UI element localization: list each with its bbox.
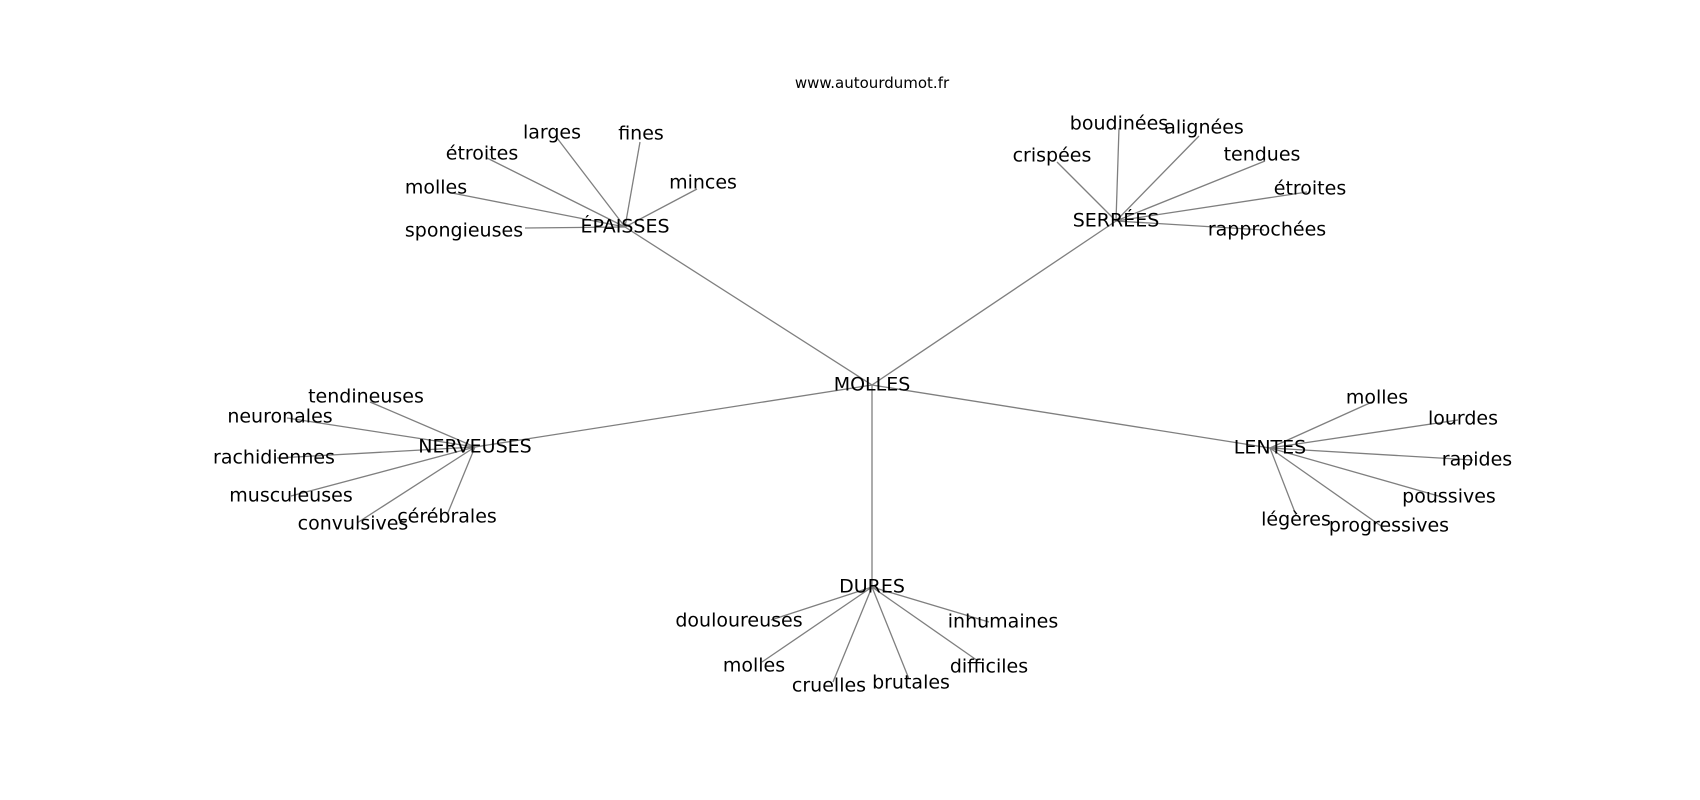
branch-node-dures: DURES <box>839 576 905 598</box>
leaf-node-dures: brutales <box>872 672 950 694</box>
edge-serrees-leaf <box>1115 135 1200 222</box>
edge-lentes-leaf <box>1269 447 1474 461</box>
edge-lentes-leaf <box>1269 419 1459 449</box>
edge-epaisses-leaf <box>624 188 698 228</box>
leaf-node-nerveuses: neuronales <box>227 406 332 428</box>
edge-nerveuses-leaf <box>290 446 476 497</box>
edge-dures-leaf <box>770 586 873 621</box>
leaf-node-nerveuses: rachidiennes <box>213 447 335 469</box>
leaf-node-lentes: progressives <box>1329 515 1449 537</box>
branch-node-epaisses: ÉPAISSES <box>580 215 669 238</box>
edge-root-serrees <box>871 220 1117 386</box>
source-url: www.autourdumot.fr <box>795 74 950 92</box>
leaf-node-dures: difficiles <box>950 656 1028 678</box>
edge-serrees-leaf <box>1115 127 1120 222</box>
edge-nerveuses-leaf <box>286 417 476 448</box>
edge-lentes-leaf <box>1269 447 1382 527</box>
edge-dures-leaf <box>871 586 979 662</box>
edge-epaisses-leaf <box>486 157 626 228</box>
root-node-label: MOLLES <box>834 374 911 396</box>
leaf-node-epaisses: molles <box>405 177 467 199</box>
leaf-node-serrees: tendues <box>1224 144 1301 166</box>
edge-nerveuses-leaf <box>446 446 476 516</box>
branch-node-nerveuses: NERVEUSES <box>418 436 531 458</box>
leaf-node-nerveuses: musculeuses <box>229 485 352 507</box>
graph-labels: MOLLESÉPAISSESspongieusesmollesétroitesl… <box>213 113 1512 697</box>
leaf-node-serrees: étroites <box>1274 178 1346 200</box>
leaf-node-dures: molles <box>723 655 785 677</box>
edge-nerveuses-leaf <box>276 446 476 459</box>
edge-lentes-leaf <box>1269 447 1443 498</box>
edge-lentes-leaf <box>1269 401 1373 449</box>
leaf-node-serrees: boudinées <box>1070 113 1168 135</box>
leaf-node-epaisses: larges <box>523 122 581 144</box>
leaf-node-nerveuses: convulsives <box>298 513 409 535</box>
leaf-node-serrees: alignées <box>1164 117 1244 139</box>
leaf-node-lentes: lourdes <box>1428 408 1498 430</box>
edge-epaisses-leaf <box>556 137 626 228</box>
leaf-node-serrees: crispées <box>1013 145 1092 167</box>
edge-serrees-leaf <box>1115 220 1265 231</box>
edge-lentes-leaf <box>1269 447 1297 516</box>
leaf-node-lentes: rapides <box>1442 449 1512 471</box>
edge-root-epaisses <box>624 226 873 386</box>
leaf-node-dures: inhumaines <box>948 611 1058 633</box>
edge-nerveuses-leaf <box>356 446 476 524</box>
leaf-node-nerveuses: cérébrales <box>397 506 497 528</box>
edge-serrees-leaf <box>1115 160 1266 222</box>
leaf-node-serrees: rapprochées <box>1208 219 1326 241</box>
edge-dures-leaf <box>871 586 910 680</box>
edge-epaisses-leaf <box>624 141 641 228</box>
edge-nerveuses-leaf <box>369 401 476 448</box>
leaf-node-lentes: légères <box>1261 509 1331 531</box>
graph-edges <box>276 127 1474 683</box>
edge-epaisses-leaf <box>451 192 626 228</box>
leaf-node-epaisses: minces <box>669 172 737 194</box>
leaf-node-epaisses: spongieuses <box>405 220 523 242</box>
edge-epaisses-leaf <box>524 226 626 229</box>
edge-root-nerveuses <box>474 384 873 448</box>
branch-node-lentes: LENTES <box>1234 437 1306 459</box>
leaf-node-lentes: poussives <box>1402 486 1496 508</box>
edge-dures-leaf <box>832 586 873 683</box>
leaf-node-epaisses: fines <box>618 123 664 145</box>
edge-serrees-leaf <box>1056 161 1117 222</box>
edge-serrees-leaf <box>1115 191 1308 222</box>
branch-node-serrees: SERRÉES <box>1073 209 1160 232</box>
leaf-node-lentes: molles <box>1346 387 1408 409</box>
leaf-node-epaisses: étroites <box>446 143 518 165</box>
edge-dures-leaf <box>761 586 873 663</box>
leaf-node-nerveuses: tendineuses <box>308 386 424 408</box>
leaf-node-dures: douloureuses <box>675 610 802 632</box>
edge-dures-leaf <box>871 586 990 623</box>
leaf-node-dures: cruelles <box>792 675 866 697</box>
edge-root-lentes <box>871 384 1271 449</box>
